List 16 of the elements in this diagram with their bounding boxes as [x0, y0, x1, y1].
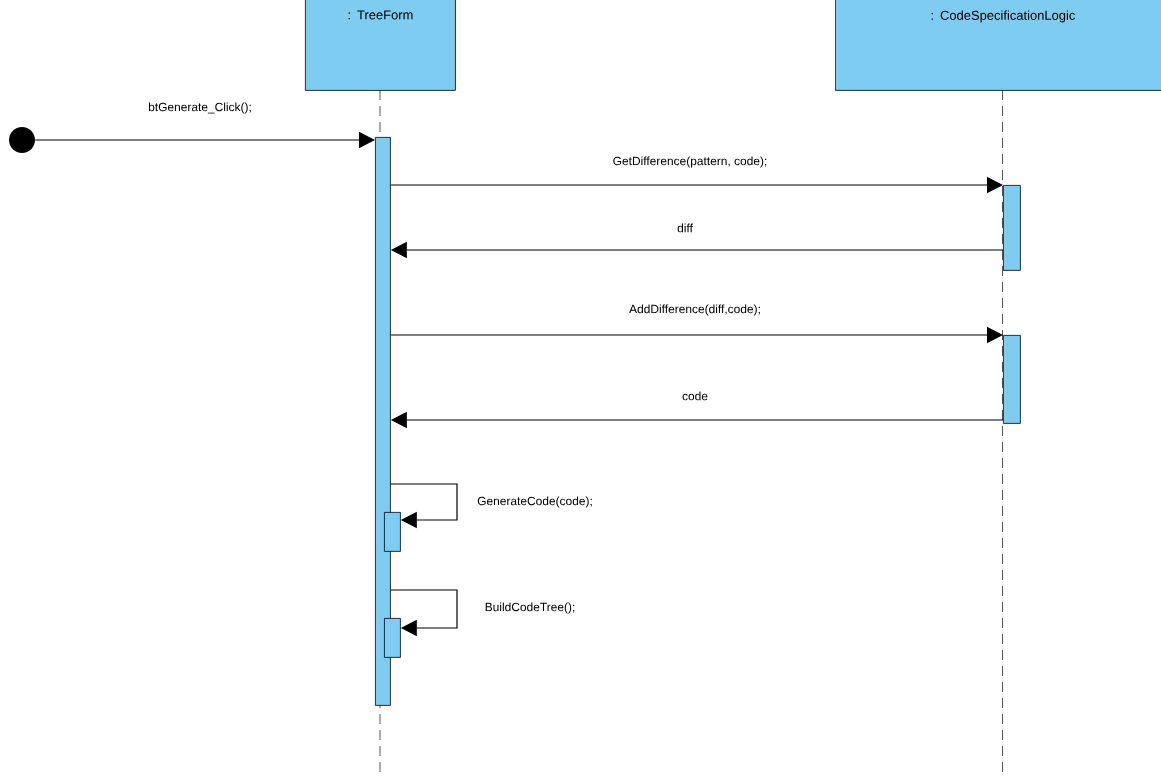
start-dot	[9, 127, 35, 153]
activation-bar	[1003, 335, 1021, 424]
message-label: btGenerate_Click();	[148, 102, 251, 114]
message-label: GetDifference(pattern, code);	[613, 156, 767, 168]
message-label: diff	[677, 223, 693, 233]
lifeline-header: : CodeSpecificationLogic	[835, 0, 1161, 91]
activation-bar	[384, 618, 401, 658]
activation-bar	[1003, 185, 1021, 271]
lifeline-header: : TreeForm	[305, 0, 456, 91]
activation-bar	[384, 512, 401, 552]
message-label: code	[682, 391, 708, 401]
message-arrow	[390, 483, 458, 529]
message-label: GenerateCode(code);	[477, 496, 592, 508]
message-label: BuildCodeTree();	[485, 602, 575, 614]
message-label: AddDifference(diff,code);	[629, 304, 760, 316]
message-arrow	[390, 589, 458, 637]
